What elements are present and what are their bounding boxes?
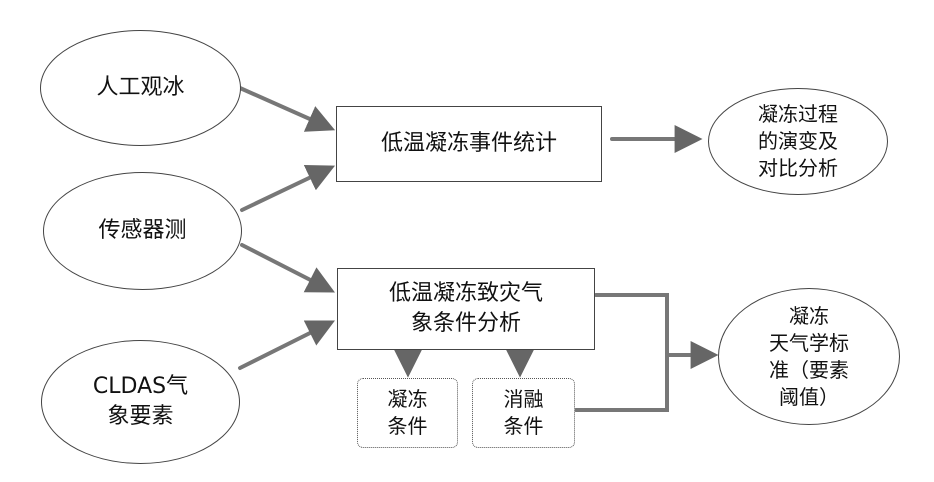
node-event-stats-label: 低温凝冻事件统计 [381, 129, 557, 159]
node-manual-ice-label: 人工观冰 [96, 73, 184, 103]
arrow-cldas-to-analysis [240, 323, 330, 368]
node-manual-ice: 人工观冰 [40, 30, 241, 146]
arrow-sensor-to-stats [242, 168, 330, 210]
node-sensor-label: 传感器测 [98, 216, 186, 246]
node-evolution-label: 凝冻过程 的演变及 对比分析 [758, 101, 838, 182]
node-event-stats: 低温凝冻事件统计 [336, 106, 602, 182]
node-disaster-analysis-label: 低温凝冻致灾气 象条件分析 [389, 279, 543, 338]
node-melt-condition: 消融 条件 [472, 378, 575, 448]
node-standard-label: 凝冻 天气学标 准（要素 阈值） [769, 303, 849, 411]
connector-melt-to-merge [576, 355, 667, 410]
node-freeze-condition: 凝冻 条件 [357, 378, 458, 448]
node-sensor: 传感器测 [43, 172, 242, 290]
node-cldas: CLDAS气 象要素 [41, 340, 240, 464]
node-standard: 凝冻 天气学标 准（要素 阈值） [718, 288, 900, 425]
node-evolution: 凝冻过程 的演变及 对比分析 [708, 88, 888, 195]
node-freeze-condition-label: 凝冻 条件 [388, 386, 428, 440]
arrow-sensor-to-analysis [242, 245, 330, 290]
node-cldas-label: CLDAS气 象要素 [93, 372, 188, 431]
connector-analysis-to-merge [596, 295, 667, 355]
arrow-manual-to-stats [240, 88, 330, 128]
node-disaster-analysis: 低温凝冻致灾气 象条件分析 [337, 268, 595, 350]
node-melt-condition-label: 消融 条件 [504, 386, 544, 440]
